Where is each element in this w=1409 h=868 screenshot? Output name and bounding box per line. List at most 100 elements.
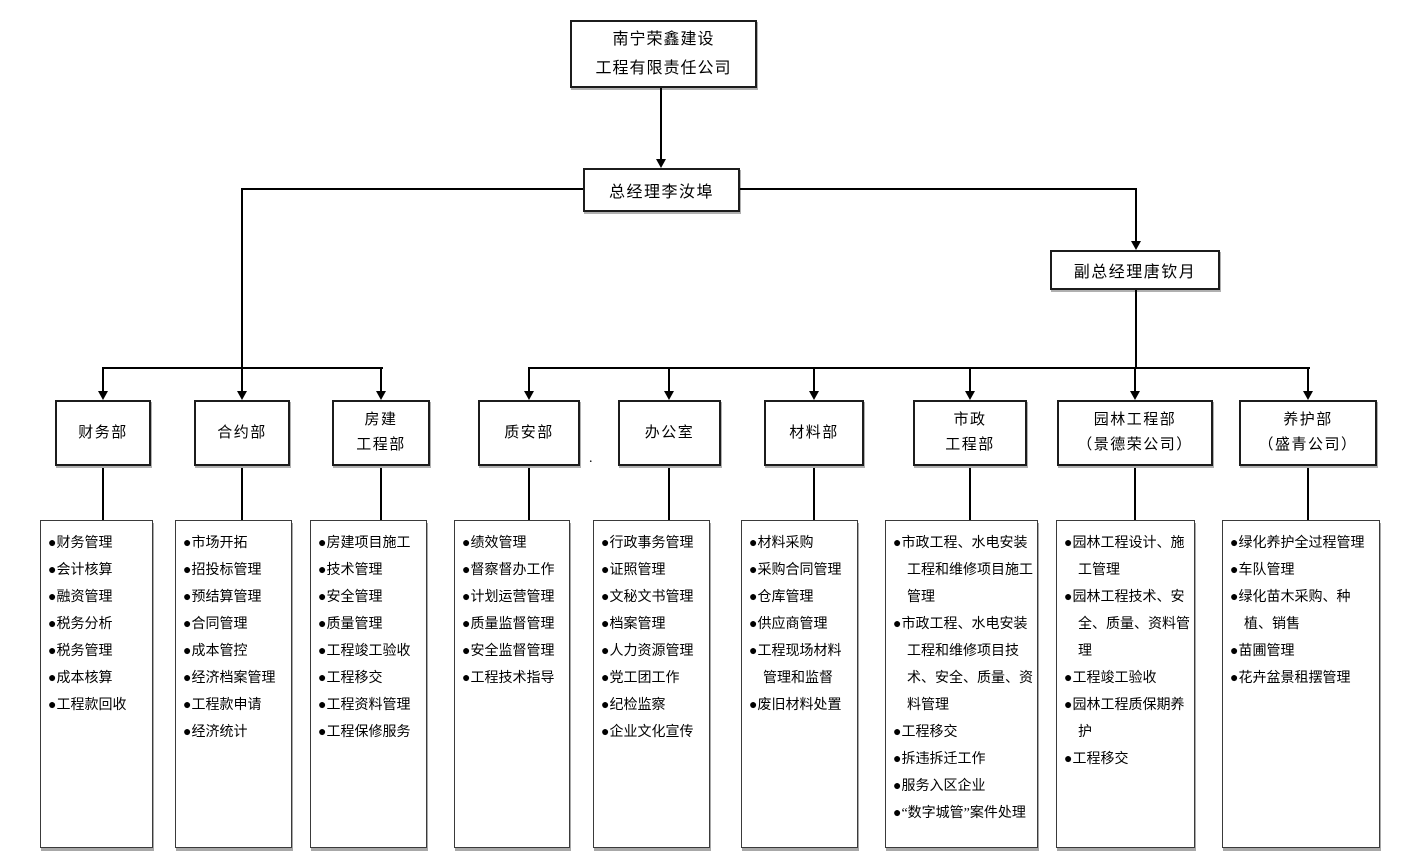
duty-item: 工程竣工验收 — [1064, 665, 1191, 692]
stray-dot: . — [589, 451, 593, 466]
duty-item: 园林工程技术、安全、质量、资料管理 — [1064, 584, 1191, 665]
duty-item: 档案管理 — [601, 611, 706, 638]
duty-item: 融资管理 — [48, 584, 149, 611]
dept-title: 质安部 — [504, 424, 554, 441]
duty-item: 招投标管理 — [183, 557, 288, 584]
duty-item: 预结算管理 — [183, 584, 288, 611]
connector-gm-to-dgm — [1135, 188, 1137, 242]
duty-item: 仓库管理 — [749, 584, 854, 611]
duty-item: 文秘文书管理 — [601, 584, 706, 611]
connector-dept-to-list — [380, 466, 382, 520]
duty-item: 工程移交 — [1064, 746, 1191, 773]
duty-item: 园林工程质保期养护 — [1064, 692, 1191, 746]
company-name-line-1: 南宁荣鑫建设 — [612, 31, 715, 48]
duty-list-landscape-engineering: 园林工程设计、施工管理园林工程技术、安全、质量、资料管理工程竣工验收园林工程质保… — [1056, 520, 1195, 848]
connector-dept-to-list — [1307, 466, 1309, 520]
connector-bus-to-dept — [241, 367, 243, 392]
connector-bus-to-dept — [668, 367, 670, 392]
duty-item: 证照管理 — [601, 557, 706, 584]
connector-bus-to-dept — [969, 367, 971, 392]
connector-dept-to-list — [528, 466, 530, 520]
duty-item: 市政工程、水电安装工程和维修项目施工管理 — [893, 530, 1034, 611]
connector-dept-to-list — [102, 466, 104, 520]
connector-dgm-to-right-bus — [1135, 290, 1137, 369]
duty-item: 质量管理 — [318, 611, 423, 638]
duty-item: 工程移交 — [893, 719, 1034, 746]
duty-item: 工程竣工验收 — [318, 638, 423, 665]
duty-item: “数字城管”案件处理 — [893, 800, 1034, 827]
duty-item: 工程款回收 — [48, 692, 149, 719]
dept-box-finance: 财务部 — [55, 400, 151, 466]
arrow-down-icon — [1131, 241, 1141, 250]
right-bus-line — [528, 367, 1310, 369]
duty-list-finance: 财务管理会计核算融资管理税务分析税务管理成本核算工程款回收 — [40, 520, 153, 848]
duty-item: 财务管理 — [48, 530, 149, 557]
duty-item: 工程移交 — [318, 665, 423, 692]
duty-item: 绿化养护全过程管理 — [1230, 530, 1376, 557]
duty-item: 纪检监察 — [601, 692, 706, 719]
dept-box-office: 办公室 — [618, 400, 721, 466]
dept-box-municipal-engineering: 市政 工程部 — [913, 400, 1027, 466]
duty-item: 供应商管理 — [749, 611, 854, 638]
arrow-down-icon — [965, 391, 975, 400]
dept-box-quality-safety: 质安部 — [478, 400, 580, 466]
duty-item: 服务入区企业 — [893, 773, 1034, 800]
dept-box-housing-engineering: 房建 工程部 — [332, 400, 430, 466]
duty-item: 税务管理 — [48, 638, 149, 665]
arrow-down-icon — [1303, 391, 1313, 400]
arrow-down-icon — [524, 391, 534, 400]
duty-item: 人力资源管理 — [601, 638, 706, 665]
connector-bus-to-dept — [1307, 367, 1309, 392]
dept-box-materials: 材料部 — [764, 400, 864, 466]
connector-dept-to-list — [1134, 466, 1136, 520]
dept-box-maintenance: 养护部 （盛青公司） — [1239, 400, 1377, 466]
duty-item: 质量监督管理 — [462, 611, 566, 638]
duty-item: 苗圃管理 — [1230, 638, 1376, 665]
duty-item: 党工团工作 — [601, 665, 706, 692]
dept-box-landscape-engineering: 园林工程部 （景德荣公司） — [1057, 400, 1213, 466]
duty-item: 成本管控 — [183, 638, 288, 665]
deputy-general-manager-label: 副总经理唐钦月 — [1073, 264, 1197, 281]
duty-item: 工程技术指导 — [462, 665, 566, 692]
duty-item: 花卉盆景租摆管理 — [1230, 665, 1376, 692]
duty-item: 工程保修服务 — [318, 719, 423, 746]
duty-item: 采购合同管理 — [749, 557, 854, 584]
dept-title: 市政 — [953, 412, 987, 428]
deputy-general-manager-box: 副总经理唐钦月 — [1050, 250, 1220, 290]
connector-bus-to-dept — [528, 367, 530, 392]
connector-dept-to-list — [813, 466, 815, 520]
dept-title: 房建 — [364, 412, 398, 428]
dept-title: （盛青公司） — [1258, 437, 1358, 453]
duty-list-municipal-engineering: 市政工程、水电安装工程和维修项目施工管理市政工程、水电安装工程和维修项目技术、安… — [885, 520, 1038, 848]
connector-bus-to-dept — [380, 367, 382, 392]
duty-list-contract: 市场开拓招投标管理预结算管理合同管理成本管控经济档案管理工程款申请经济统计 — [175, 520, 292, 848]
duty-item: 车队管理 — [1230, 557, 1376, 584]
duty-item: 税务分析 — [48, 611, 149, 638]
duty-item: 绿化苗木采购、种植、销售 — [1230, 584, 1376, 638]
dept-title: （景德荣公司） — [1077, 437, 1193, 453]
duty-item: 会计核算 — [48, 557, 149, 584]
duty-item: 督察督办工作 — [462, 557, 566, 584]
duty-item: 拆违拆迁工作 — [893, 746, 1034, 773]
duty-item: 技术管理 — [318, 557, 423, 584]
duty-item: 计划运营管理 — [462, 584, 566, 611]
duty-item: 工程现场材料管理和监督 — [749, 638, 854, 692]
duty-item: 企业文化宣传 — [601, 719, 706, 746]
duty-item: 市政工程、水电安装工程和维修项目技术、安全、质量、资料管理 — [893, 611, 1034, 719]
dept-title: 合约部 — [217, 424, 267, 441]
duty-list-materials: 材料采购采购合同管理仓库管理供应商管理工程现场材料管理和监督废旧材料处置 — [741, 520, 858, 848]
connector-gm-right — [740, 188, 1136, 190]
dept-title: 工程部 — [356, 437, 406, 453]
connector-gm-left — [242, 188, 583, 190]
general-manager-box: 总经理李汝埠 — [583, 168, 740, 212]
general-manager-label: 总经理李汝埠 — [608, 184, 714, 201]
dept-title: 园林工程部 — [1093, 412, 1177, 428]
duty-item: 废旧材料处置 — [749, 692, 854, 719]
duty-list-housing-engineering: 房建项目施工技术管理安全管理质量管理工程竣工验收工程移交工程资料管理工程保修服务 — [310, 520, 427, 848]
arrow-down-icon — [809, 391, 819, 400]
connector-dept-to-list — [241, 466, 243, 520]
arrow-down-icon — [1130, 391, 1140, 400]
dept-title: 材料部 — [789, 424, 839, 441]
duty-item: 经济档案管理 — [183, 665, 288, 692]
